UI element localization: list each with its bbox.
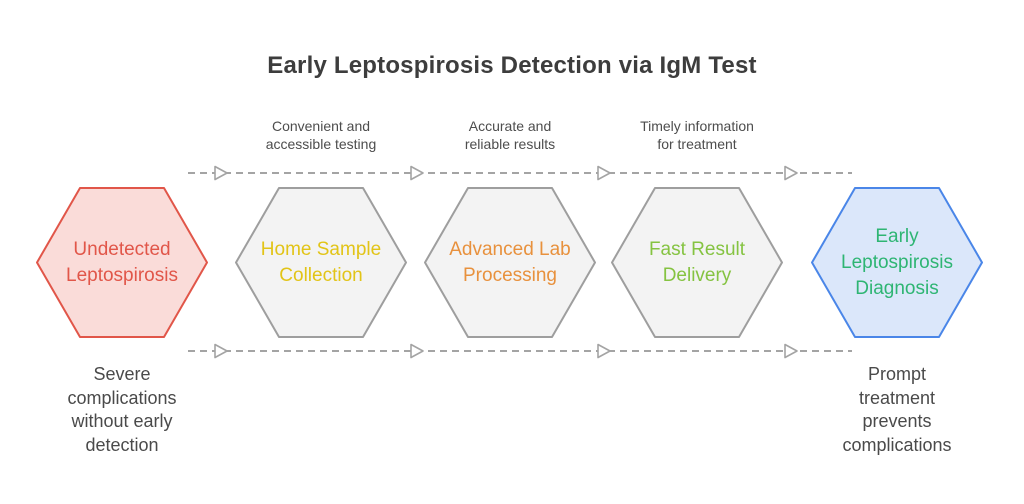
hexagon-shape: [36, 187, 208, 338]
hexagon-step-label: Fast Result Delivery: [648, 238, 746, 286]
hexagon-step-fast-result-delivery: Fast Result Delivery: [611, 187, 783, 338]
arrowhead-icon: [410, 165, 424, 181]
arrowhead-icon: [784, 165, 798, 181]
arrowhead-icon: [597, 165, 611, 181]
hexagon-outline: [424, 187, 596, 338]
hexagon-step-advanced-lab-processing: Advanced Lab Processing: [424, 187, 596, 338]
hexagon-outline: [235, 187, 407, 338]
caption-severe-complications: Severe complications without early detec…: [67, 364, 177, 455]
hexagon-step-home-sample-collection: Home Sample Collection: [235, 187, 407, 338]
hexagon-step-label: Advanced Lab Processing: [449, 238, 571, 286]
diagram-title: Early Leptospirosis Detection via IgM Te…: [267, 52, 757, 79]
hexagon-outline: [611, 187, 783, 338]
hexagon-shape: [811, 187, 983, 338]
hexagon-step-label: Early Leptospirosis Diagnosis: [841, 225, 953, 299]
arrowhead-icon: [784, 343, 798, 359]
arrowhead-icon: [214, 165, 228, 181]
arrowhead-icon: [597, 343, 611, 359]
arrowhead-icon: [214, 343, 228, 359]
hexagon-step-label: Undetected Leptospirosis: [66, 238, 178, 286]
hexagon-step-label: Home Sample Collection: [260, 238, 382, 286]
hexagon-step-early-leptospirosis-diagnosis: Early Leptospirosis Diagnosis: [811, 187, 983, 338]
connector-label-convenient-testing: Convenient and accessible testing: [265, 118, 377, 152]
connector-label-timely-information: Timely information for treatment: [640, 118, 754, 152]
hexagon-shape: [611, 187, 783, 338]
hexagon-step-undetected-leptospirosis: Undetected Leptospirosis: [36, 187, 208, 338]
connector-label-accurate-results: Accurate and reliable results: [464, 118, 556, 152]
hexagon-shape: [424, 187, 596, 338]
hexagon-outline: [36, 187, 208, 338]
hexagon-outline: [811, 187, 983, 338]
caption-prompt-treatment: Prompt treatment prevents complications: [842, 364, 952, 455]
hexagon-shape: [235, 187, 407, 338]
arrowhead-icon: [410, 343, 424, 359]
